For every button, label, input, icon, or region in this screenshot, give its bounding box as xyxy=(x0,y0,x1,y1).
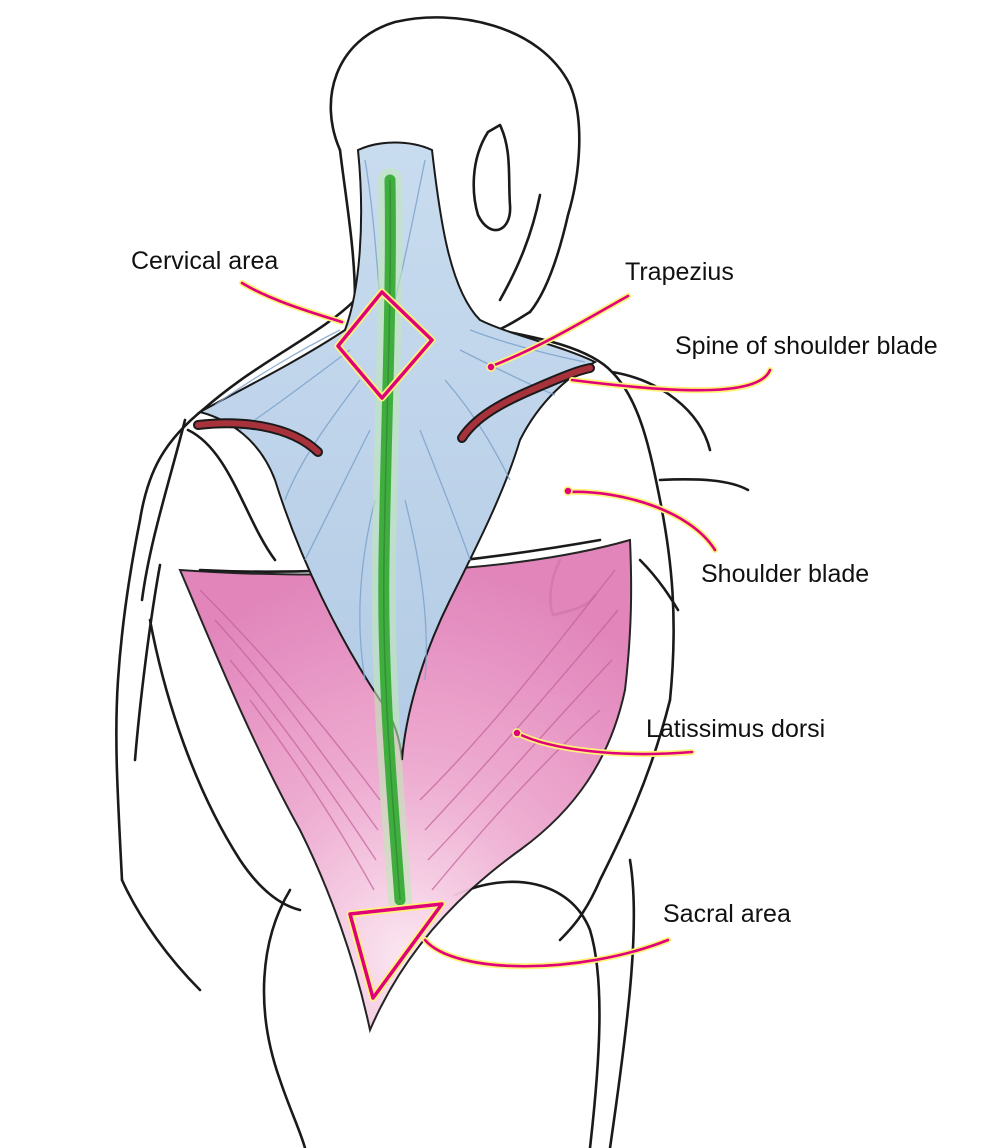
shoulder-blade-dot xyxy=(563,486,573,496)
right-shoulder xyxy=(496,328,675,702)
label-sacral-area: Sacral area xyxy=(663,900,791,928)
label-cervical-area: Cervical area xyxy=(131,247,279,275)
body-outline xyxy=(115,16,750,1148)
torso-left xyxy=(148,618,302,912)
dot-markers xyxy=(486,362,573,738)
shoulder-blade-curve-left xyxy=(186,428,277,562)
leader-sacral xyxy=(422,937,671,970)
trapezius-dot xyxy=(486,362,496,372)
neck-left xyxy=(338,148,357,302)
leader-latissimus xyxy=(514,730,695,757)
label-trapezius: Trapezius xyxy=(625,258,734,286)
label-shoulder-blade: Shoulder blade xyxy=(701,560,870,588)
hip-right xyxy=(453,880,601,1148)
leader-lines xyxy=(239,280,773,970)
latissimus-dot xyxy=(512,728,522,738)
label-spine-of-shoulder-blade: Spine of shoulder blade xyxy=(675,332,938,360)
ear-outline xyxy=(472,123,512,232)
leader-spine-shoulder-blade xyxy=(569,367,773,394)
leader-shoulder-blade xyxy=(565,488,718,553)
head-outline xyxy=(329,16,581,314)
leader-trapezius xyxy=(489,293,631,369)
trapezius-fibers xyxy=(214,159,586,681)
label-latissimus-dorsi: Latissimus dorsi xyxy=(646,715,826,743)
left-shoulder xyxy=(115,298,357,882)
neck-right xyxy=(496,310,532,332)
latissimus-fibers xyxy=(199,569,619,891)
leader-cervical xyxy=(239,280,345,325)
hip-left xyxy=(262,888,307,1148)
